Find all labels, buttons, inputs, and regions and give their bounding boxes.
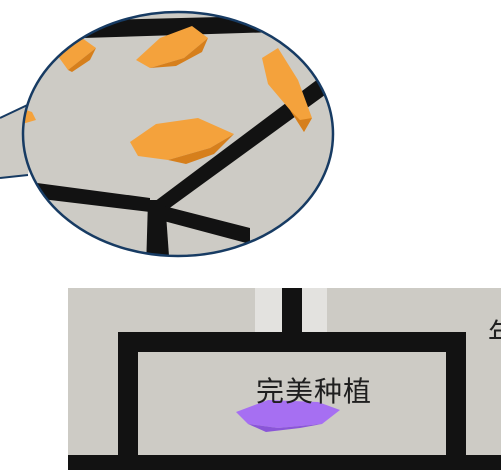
edge-caption-fragment: 年	[488, 312, 501, 352]
bottom-road-lower	[68, 455, 501, 470]
bottom-road-connector	[282, 288, 302, 336]
perfect-planting-label: 完美种植	[256, 370, 372, 410]
